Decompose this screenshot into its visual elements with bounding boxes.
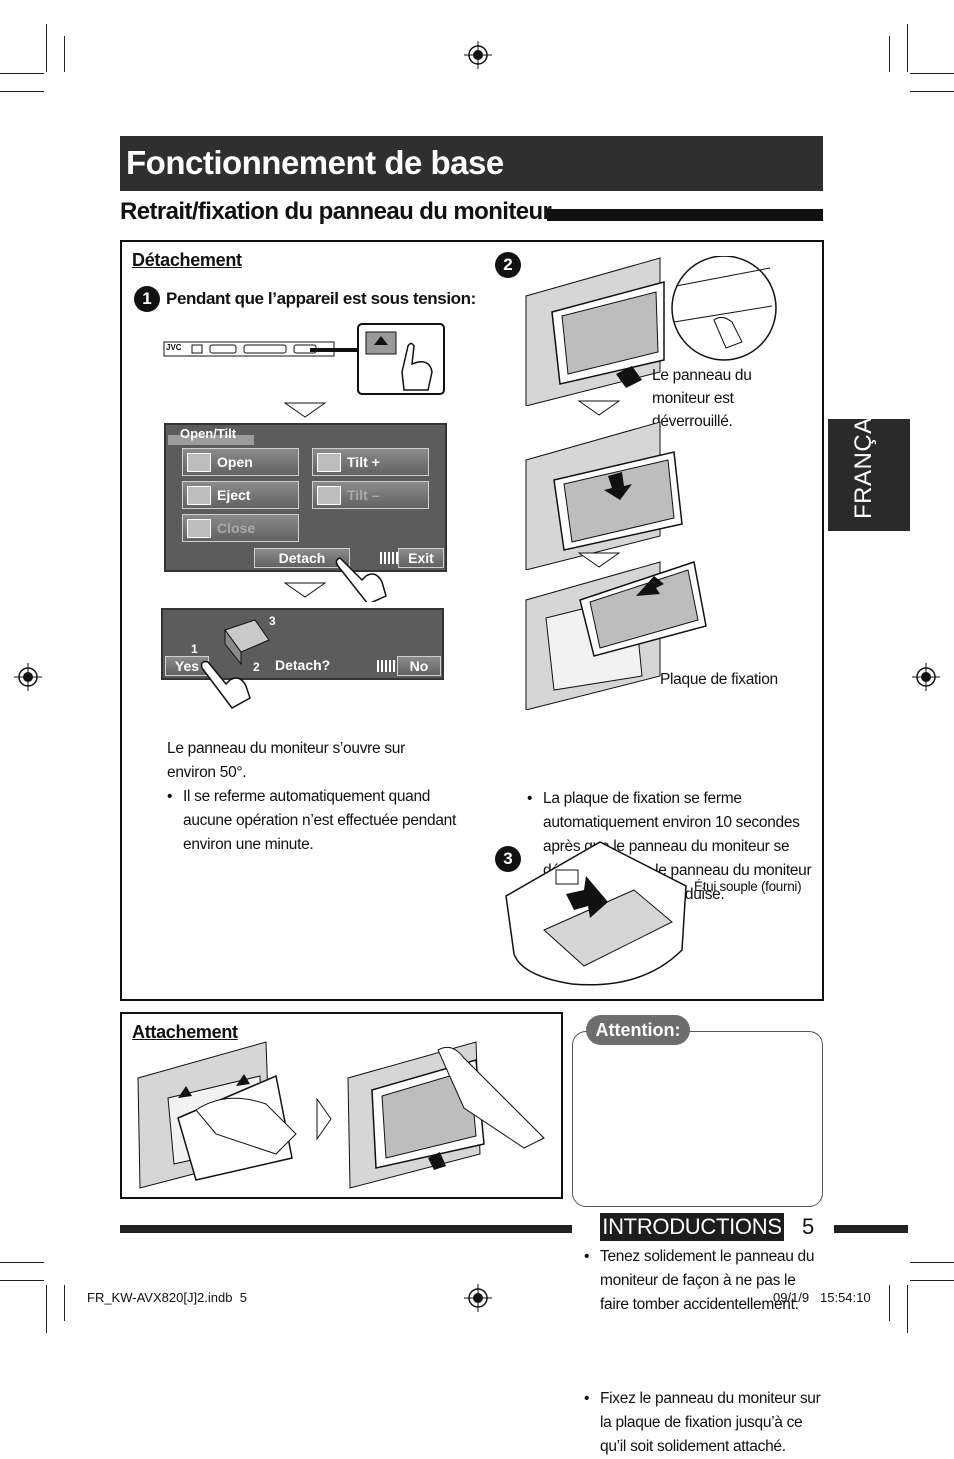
open-button[interactable]: Open [182, 448, 299, 476]
soft-case-illustration [505, 841, 687, 986]
crop-mark [0, 1280, 44, 1281]
step-1-text: Pendant que l’appareil est sous tension: [166, 289, 476, 308]
down-arrow-icon [578, 400, 620, 416]
crop-mark [889, 1285, 890, 1321]
page-number: 5 [802, 1214, 815, 1239]
detach-button[interactable]: Detach [254, 548, 350, 568]
detach-question: Detach? [275, 657, 331, 673]
crop-mark [64, 36, 65, 72]
exit-button[interactable]: Exit [398, 548, 444, 568]
attention-box [572, 1031, 823, 1207]
down-arrow-icon [284, 402, 326, 418]
section-rule [547, 209, 823, 221]
step-marker-3: 3 [269, 614, 276, 628]
registration-mark-icon [14, 663, 42, 691]
close-button[interactable]: Close [182, 514, 299, 542]
jvc-logo: JVC [166, 343, 182, 352]
crop-mark [0, 1262, 44, 1263]
eject-button[interactable]: Eject [182, 481, 299, 509]
pointing-hand-icon [200, 660, 251, 709]
page-title: Fonctionnement de base [126, 144, 504, 181]
footer-rule [834, 1225, 908, 1233]
crop-mark [0, 73, 44, 74]
pointing-hand-icon [335, 557, 387, 602]
registration-mark-icon [912, 663, 940, 691]
unit-front-panel-illustration [163, 323, 445, 395]
down-arrow-icon [284, 582, 326, 598]
soft-case-label: Étui souple (fourni) [694, 879, 802, 894]
crop-mark [46, 24, 47, 72]
crop-mark [907, 1285, 908, 1333]
crop-mark [910, 1280, 954, 1281]
monitor-unlocked-illustration [525, 256, 777, 406]
step-marker-1: 1 [191, 642, 198, 656]
section-tag: INTRODUCTIONS [600, 1213, 784, 1241]
mounting-plate-label: Plaque de fixation [660, 671, 778, 688]
step-2-badge: 2 [495, 252, 521, 278]
crop-mark [889, 36, 890, 72]
step-3-badge: 3 [495, 846, 521, 872]
crop-mark [910, 91, 954, 92]
language-tab-label: FRANÇAIS [850, 393, 877, 519]
signal-bars-icon [377, 660, 395, 672]
crop-mark [910, 1262, 954, 1263]
tilt-plus-button[interactable]: Tilt + [312, 448, 429, 476]
monitor-tilt-icon [224, 619, 270, 666]
attention-bullet: Tenez solidement le panneau du moniteur … [584, 1245, 828, 1317]
open-angle-note: Le panneau du moniteur s’ouvre sur envir… [167, 740, 405, 781]
crop-mark [46, 1285, 47, 1333]
language-tab: FRANÇAIS [828, 394, 910, 531]
no-button[interactable]: No [397, 656, 441, 676]
registration-mark-icon [464, 1284, 492, 1312]
registration-mark-icon [464, 41, 492, 69]
screen-title: Open/Tilt [180, 426, 237, 441]
crop-mark [910, 73, 954, 74]
attention-label: Attention: [586, 1015, 690, 1045]
signal-bars-icon [380, 552, 398, 564]
step-marker-2: 2 [253, 660, 260, 674]
attach-step1-illustration [137, 1041, 297, 1189]
down-arrow-icon [578, 552, 620, 568]
open-tilt-screen: Open/Tilt Open Tilt + Eject Tilt – Close… [164, 423, 447, 572]
attach-heading: Attachement [132, 1022, 238, 1042]
step-1-badge: 1 [134, 286, 160, 312]
unlocked-label: Le panneau du moniteur est déverrouillé. [652, 367, 752, 430]
attach-step2-illustration [347, 1041, 545, 1189]
section-title: Retrait/fixation du panneau du moniteur [120, 198, 552, 225]
attention-bullet: Fixez le panneau du moniteur sur la plaq… [584, 1387, 828, 1459]
monitor-removed-illustration [525, 561, 707, 710]
page-title-bar: Fonctionnement de base [120, 136, 823, 191]
slug-timestamp: 09/1/9 15:54:10 [773, 1290, 871, 1305]
tilt-minus-button[interactable]: Tilt – [312, 481, 429, 509]
crop-mark [907, 24, 908, 72]
right-arrow-icon [316, 1098, 332, 1140]
detach-heading: Détachement [132, 250, 242, 270]
slug-file: FR_KW-AVX820[J]2.indb 5 [87, 1290, 247, 1305]
crop-mark [64, 1285, 65, 1321]
monitor-lowering-illustration [525, 421, 683, 570]
auto-close-note: Il se referme automatiquement quand aucu… [167, 785, 458, 857]
footer-rule [120, 1225, 572, 1233]
crop-mark [0, 91, 44, 92]
